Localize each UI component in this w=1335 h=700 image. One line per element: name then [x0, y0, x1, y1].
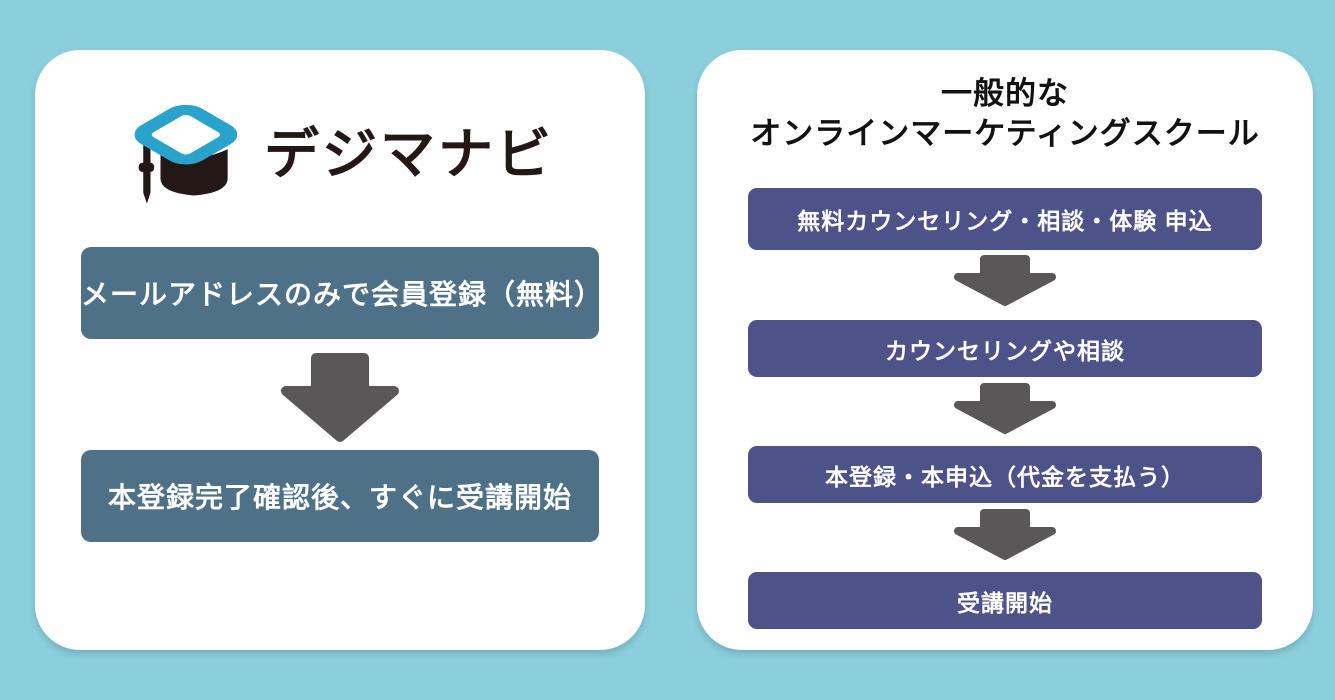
down-arrow-icon	[954, 509, 1056, 560]
right-step-counseling: カウンセリングや相談	[748, 320, 1262, 377]
right-step-payment: 本登録・本申込（代金を支払う）	[748, 446, 1262, 503]
left-step-register: メールアドレスのみで会員登録（無料）	[81, 247, 604, 339]
right-step-payment-label: 本登録・本申込（代金を支払う）	[825, 463, 1185, 490]
generic-school-card: 一般的な オンラインマーケティングスクール 無料カウンセリング・相談・体験 申込…	[697, 50, 1313, 650]
down-arrow-icon	[954, 383, 1056, 434]
down-arrow-icon	[954, 255, 1056, 306]
left-step-start-label: 本登録完了確認後、すぐに受講開始	[107, 482, 572, 513]
dejimanabi-card: デジマナビ メールアドレスのみで会員登録（無料） 本登録完了確認後、すぐに受講開…	[35, 50, 645, 650]
right-step-start: 受講開始	[748, 572, 1262, 629]
right-card-title: 一般的な オンラインマーケティングスクール	[697, 74, 1313, 154]
brand-name: デジマナビ	[263, 122, 554, 185]
right-step-apply-label: 無料カウンセリング・相談・体験 申込	[797, 208, 1213, 234]
left-step-register-label: メールアドレスのみで会員登録（無料）	[81, 279, 604, 310]
right-step-apply: 無料カウンセリング・相談・体験 申込	[748, 188, 1262, 250]
left-step-start: 本登録完了確認後、すぐに受講開始	[81, 450, 599, 542]
right-step-start-label: 受講開始	[957, 589, 1053, 616]
right-step-counseling-label: カウンセリングや相談	[885, 337, 1125, 364]
right-card-title-line2: オンラインマーケティングスクール	[750, 116, 1260, 151]
down-arrow-icon	[281, 353, 399, 442]
brand-logo: デジマナビ	[35, 90, 645, 212]
graduation-cap-icon	[134, 104, 238, 204]
right-card-title-line1: 一般的な	[941, 76, 1069, 111]
